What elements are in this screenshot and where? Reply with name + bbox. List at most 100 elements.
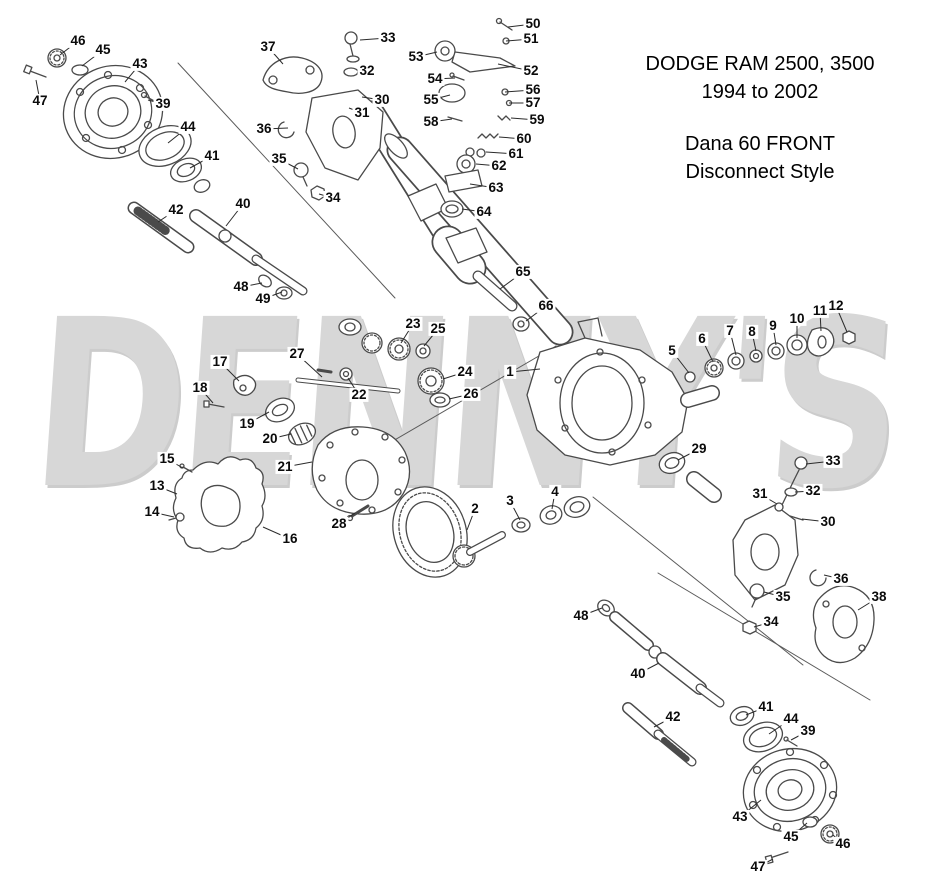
callout-46: 46 (833, 835, 853, 852)
callout-40: 40 (628, 665, 648, 682)
part-axle-tube (358, 100, 574, 346)
callout-52: 52 (521, 62, 541, 79)
title-axle: Dana 60 FRONT (684, 133, 836, 155)
callout-28: 28 (329, 515, 349, 532)
callout-40: 40 (233, 195, 253, 212)
callout-21: 21 (275, 458, 295, 475)
callout-33: 33 (823, 452, 843, 469)
callout-39: 39 (153, 95, 173, 112)
part-diff-housing (526, 317, 720, 466)
callout-36: 36 (254, 120, 274, 137)
callout-13: 13 (147, 477, 167, 494)
callout-33: 33 (378, 29, 398, 46)
callout-14: 14 (142, 503, 162, 520)
callout-58: 58 (421, 113, 441, 130)
callout-62: 62 (489, 157, 509, 174)
callout-47: 47 (748, 858, 768, 875)
callout-37: 37 (258, 38, 278, 55)
callout-23: 23 (403, 315, 423, 332)
callout-47: 47 (30, 92, 50, 109)
part-pinion (452, 496, 591, 568)
callout-12: 12 (826, 297, 846, 314)
part-snap-ring-knuckle-top (277, 121, 295, 139)
callout-48: 48 (571, 607, 591, 624)
callout-4: 4 (549, 483, 561, 500)
part-carrier-bearings (264, 397, 317, 446)
callout-35: 35 (269, 150, 289, 167)
title-style: Disconnect Style (685, 161, 835, 183)
callout-30: 30 (372, 91, 392, 108)
callout-57: 57 (523, 94, 543, 111)
callout-59: 59 (527, 111, 547, 128)
callout-2: 2 (469, 500, 481, 517)
callout-53: 53 (406, 48, 426, 65)
callout-55: 55 (421, 91, 441, 108)
callout-65: 65 (513, 263, 533, 280)
part-steering-arm (262, 56, 323, 94)
callout-24: 24 (455, 363, 475, 380)
callout-49: 49 (253, 290, 273, 307)
callout-31: 31 (750, 485, 770, 502)
title-years: 1994 to 2002 (701, 81, 819, 103)
callout-50: 50 (523, 15, 543, 32)
callout-29: 29 (689, 440, 709, 457)
part-intermediate-shaft (472, 270, 530, 332)
part-spider-gear-set (295, 318, 451, 408)
callout-1: 1 (504, 363, 516, 380)
callout-36: 36 (831, 570, 851, 587)
callout-61: 61 (506, 145, 526, 162)
part-stub-shaft-lower (622, 702, 697, 767)
callout-48: 48 (231, 278, 251, 295)
callout-64: 64 (474, 203, 494, 220)
callout-39: 39 (798, 722, 818, 739)
callout-22: 22 (349, 386, 369, 403)
callout-3: 3 (504, 492, 516, 509)
callout-5: 5 (666, 342, 678, 359)
callout-9: 9 (767, 317, 779, 334)
callout-30: 30 (818, 513, 838, 530)
callout-26: 26 (461, 385, 481, 402)
callout-43: 43 (130, 55, 150, 72)
callout-42: 42 (166, 201, 186, 218)
callout-45: 45 (93, 41, 113, 58)
callout-34: 34 (323, 189, 343, 206)
callout-34: 34 (761, 613, 781, 630)
callout-18: 18 (190, 379, 210, 396)
callout-32: 32 (803, 482, 823, 499)
callout-54: 54 (425, 70, 445, 87)
callout-20: 20 (260, 430, 280, 447)
part-stub-shaft-left (127, 201, 195, 254)
callout-7: 7 (724, 322, 736, 339)
callout-27: 27 (287, 345, 307, 362)
callout-42: 42 (663, 708, 683, 725)
callout-15: 15 (157, 450, 177, 467)
callout-41: 41 (756, 698, 776, 715)
callout-45: 45 (781, 828, 801, 845)
title-block: DODGE RAM 2500, 3500 1994 to 2002 Dana 6… (600, 50, 920, 186)
callout-63: 63 (486, 179, 506, 196)
callout-51: 51 (521, 30, 541, 47)
callout-25: 25 (428, 320, 448, 337)
callout-44: 44 (178, 118, 198, 135)
callout-32: 32 (357, 62, 377, 79)
callout-66: 66 (536, 297, 556, 314)
callout-41: 41 (202, 147, 222, 164)
callout-17: 17 (210, 353, 230, 370)
callout-10: 10 (787, 310, 807, 327)
callout-60: 60 (514, 130, 534, 147)
part-diff-cover (168, 456, 266, 553)
part-right-axle-small-parts (684, 327, 856, 383)
part-axle-shaft-lower (597, 599, 725, 708)
callout-16: 16 (280, 530, 300, 547)
part-axle-ujoint-left (189, 209, 308, 296)
title-model: DODGE RAM 2500, 3500 (645, 53, 875, 75)
part-hub-left (62, 64, 164, 160)
callout-31: 31 (352, 104, 372, 121)
callout-19: 19 (237, 415, 257, 432)
callout-6: 6 (696, 330, 708, 347)
part-ball-joints-lower (742, 456, 827, 635)
part-ring-gear (392, 486, 468, 578)
title-spacer (600, 106, 920, 130)
part-hub-screw-left (23, 64, 47, 78)
